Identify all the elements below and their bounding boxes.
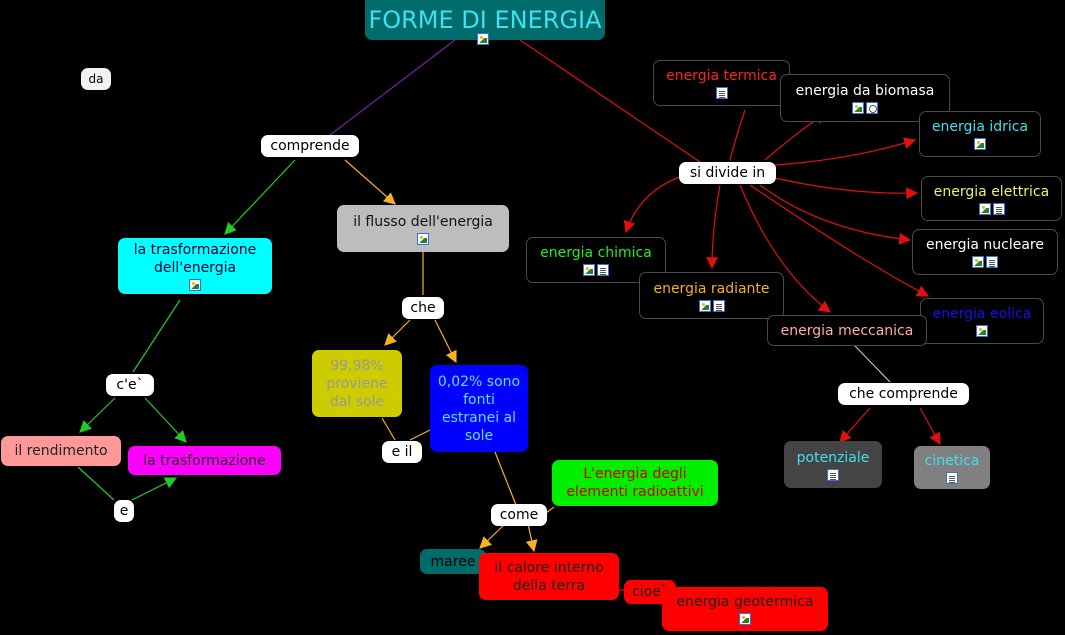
node-geotermica-text: energia geotermica xyxy=(676,594,814,610)
image-icon[interactable] xyxy=(974,138,986,150)
link-comprende-trasf xyxy=(224,159,296,235)
node-elettrica-text: energia elettrica xyxy=(933,183,1050,200)
link-label-e[interactable]: e xyxy=(114,500,134,522)
node-rendimento[interactable]: il rendimento xyxy=(1,436,121,466)
node-002-text: 0,02% sono fonti estranei al sole xyxy=(437,373,521,444)
document-icon[interactable] xyxy=(715,87,728,99)
node-maree-text: maree xyxy=(430,553,476,570)
link-title-comprende xyxy=(329,39,456,136)
image-icon[interactable] xyxy=(852,102,864,114)
image-icon[interactable] xyxy=(978,202,991,215)
link-come-radioattivi xyxy=(545,506,555,514)
node-002[interactable]: 0,02% sono fonti estranei al sole xyxy=(430,365,528,452)
node-elettrica[interactable]: energia elettrica xyxy=(921,176,1062,221)
node-9998-text: 99,98% proviene dal sole xyxy=(326,357,388,410)
node-rendimento-text: il rendimento xyxy=(14,443,108,459)
node-eolica-text: energia eolica xyxy=(932,306,1032,322)
link-sidivide-radiante xyxy=(706,184,721,270)
link-title-sidivide xyxy=(519,39,701,163)
node-cinetica-text: cinetica xyxy=(924,452,980,469)
document-icon[interactable] xyxy=(946,471,958,484)
link-che-002 xyxy=(434,319,457,364)
node-nucleare[interactable]: energia nucleare xyxy=(912,229,1058,275)
node-termica-text: energia termica xyxy=(666,68,777,84)
image-icon[interactable] xyxy=(972,256,984,268)
image-icon[interactable] xyxy=(583,264,595,276)
link-label-che-comprende[interactable]: che comprende xyxy=(838,383,969,405)
node-radioattivi[interactable]: L'energia degli elementi radioattivi xyxy=(552,460,718,506)
link-sidivide-eolica xyxy=(749,184,930,297)
link-002-come xyxy=(494,451,517,506)
link-sidivide-chimica xyxy=(623,174,686,234)
title-node[interactable]: FORME DI ENERGIA xyxy=(365,0,605,45)
link-label-comprende[interactable]: comprende xyxy=(261,135,359,157)
document-icon[interactable] xyxy=(827,468,839,481)
node-9998[interactable]: 99,98% proviene dal sole xyxy=(312,350,402,417)
link-sidivide-idrica xyxy=(774,137,917,166)
node-idrica[interactable]: energia idrica xyxy=(919,111,1041,157)
link-label-e-il[interactable]: e il xyxy=(382,441,422,463)
node-termica[interactable]: energia termica xyxy=(653,60,790,106)
document-icon[interactable] xyxy=(712,299,725,312)
node-trasformazione[interactable]: la trasformazione xyxy=(128,446,281,475)
link-sidivide-nucleare xyxy=(759,184,912,245)
link-sidivide-meccanica xyxy=(739,184,831,313)
document-icon[interactable] xyxy=(986,256,998,268)
node-trasformazione-text: la trasformazione xyxy=(143,452,266,469)
document-icon[interactable] xyxy=(597,264,609,276)
node-calore-text: il calore interno della terra xyxy=(494,559,604,594)
link-come-calore xyxy=(525,523,538,553)
node-trasformazione-energia-text: la trasformazione dell'energia xyxy=(133,242,257,276)
link-trasf-ce xyxy=(132,299,181,373)
link-checomprende-cinetica xyxy=(919,407,941,446)
link-label-come[interactable]: come xyxy=(491,504,547,526)
image-icon[interactable] xyxy=(417,232,429,245)
node-eolica[interactable]: energia eolica xyxy=(920,298,1044,344)
node-flusso[interactable]: il flusso dell'energia xyxy=(337,205,509,252)
node-potenziale[interactable]: potenziale xyxy=(784,441,882,488)
link-label-ce[interactable]: c'e` xyxy=(106,374,154,396)
node-geotermica[interactable]: energia geotermica xyxy=(662,587,828,631)
node-cinetica[interactable]: cinetica xyxy=(914,446,990,489)
link-meccanica-checomprende xyxy=(854,345,891,383)
link-comprende-flusso xyxy=(344,159,396,205)
link-termica-sidivide xyxy=(729,109,746,161)
link-9998-eil xyxy=(381,417,396,441)
node-meccanica[interactable]: energia meccanica xyxy=(767,315,927,346)
link-rendimento-e xyxy=(77,466,115,501)
image-icon[interactable] xyxy=(189,279,201,291)
node-calore[interactable]: il calore interno della terra xyxy=(479,553,619,600)
image-icon[interactable] xyxy=(976,325,988,337)
node-cioe-text: cioe` xyxy=(632,584,668,600)
link-ce-trasformazione xyxy=(144,397,187,443)
link-label-che[interactable]: che xyxy=(402,297,444,319)
resource-icon[interactable] xyxy=(866,102,878,114)
link-che-9998 xyxy=(384,319,411,346)
node-potenziale-text: potenziale xyxy=(796,449,870,466)
node-meccanica-text: energia meccanica xyxy=(780,322,914,339)
document-icon[interactable] xyxy=(992,202,1005,215)
image-icon[interactable] xyxy=(477,33,489,45)
label-da[interactable]: da xyxy=(81,68,111,90)
link-eil-002 xyxy=(409,429,431,441)
link-ce-rendimento xyxy=(79,397,116,433)
node-radiante[interactable]: energia radiante xyxy=(639,272,784,319)
link-e-trasformazione xyxy=(131,477,178,501)
link-checomprende-potenziale xyxy=(839,407,871,443)
node-flusso-text: il flusso dell'energia xyxy=(353,213,493,230)
node-radiante-text: energia radiante xyxy=(653,280,770,297)
node-maree[interactable]: maree xyxy=(420,549,486,574)
node-biomasa-text: energia da biomasa xyxy=(795,83,935,99)
image-icon[interactable] xyxy=(698,299,711,312)
node-nucleare-text: energia nucleare xyxy=(925,237,1044,253)
title-text: FORME DI ENERGIA xyxy=(368,6,602,34)
image-icon[interactable] xyxy=(739,613,751,625)
node-radioattivi-text: L'energia degli elementi radioattivi xyxy=(566,466,704,500)
node-trasformazione-energia[interactable]: la trasformazione dell'energia xyxy=(118,238,272,294)
node-chimica-text: energia chimica xyxy=(540,245,652,261)
link-come-maree xyxy=(479,523,506,549)
link-sidivide-elettrica xyxy=(774,177,919,200)
node-idrica-text: energia idrica xyxy=(931,119,1029,135)
link-label-si-divide[interactable]: si divide in xyxy=(679,162,776,184)
